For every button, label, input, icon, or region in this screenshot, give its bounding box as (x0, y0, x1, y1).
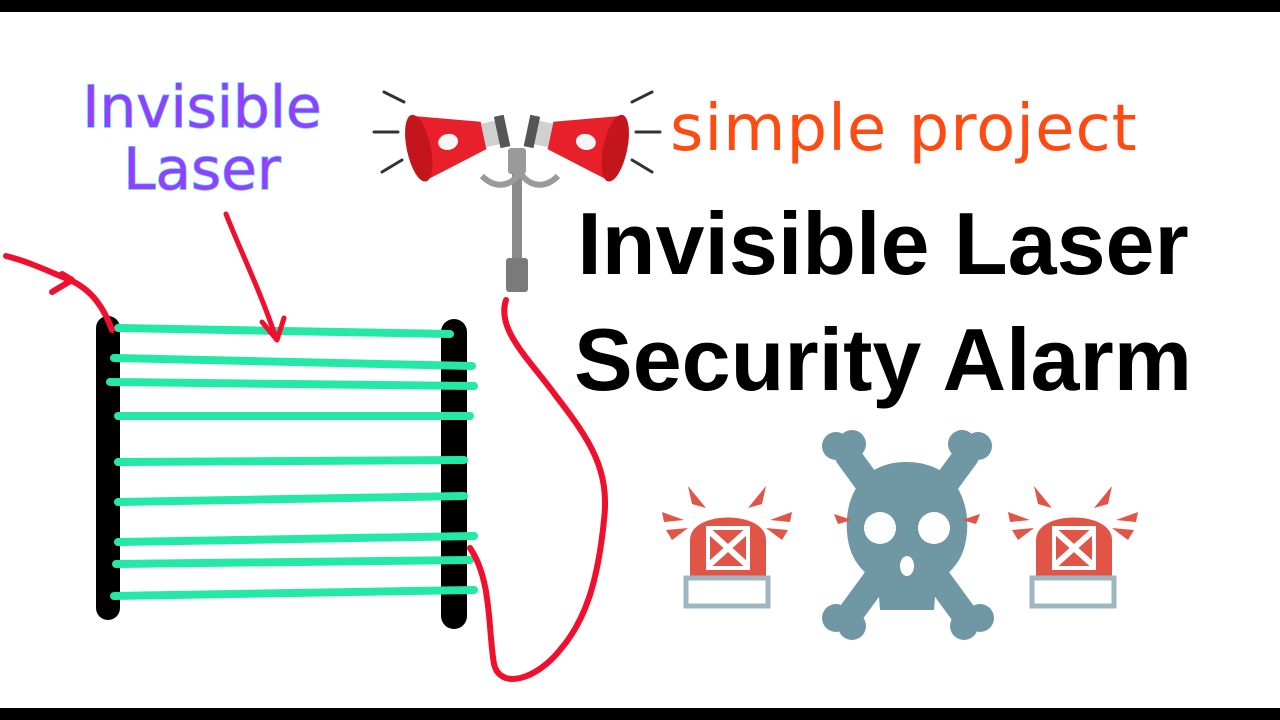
skull-crossbones-icon (822, 430, 994, 640)
wire-input (3, 253, 115, 333)
arrow-icon (223, 211, 287, 343)
laser-beam (112, 556, 474, 568)
laser-beam (114, 456, 468, 466)
label-line-2: Laser (122, 135, 281, 203)
label-line-1: Invisible (82, 73, 323, 141)
laser-beams (106, 324, 478, 600)
wire-hook (49, 271, 75, 295)
title-line-1: Invisible Laser (577, 194, 1189, 293)
alarm-beacon-icon (662, 486, 792, 609)
laser-beam (114, 532, 478, 546)
invisible-laser-label: Invisible Laser (52, 73, 352, 203)
laser-beam (110, 354, 476, 370)
laser-beam (114, 492, 468, 506)
red-wires (3, 253, 608, 682)
laser-beam (114, 324, 454, 338)
loudspeaker-icon (372, 90, 662, 292)
alarm-beacon-icon (1008, 486, 1138, 609)
tagline: simple project (670, 92, 1138, 166)
title-line-2: Security Alarm (574, 310, 1192, 409)
alarm-beacon-icon (834, 514, 980, 524)
laser-beam (106, 378, 478, 390)
wire-alarm (467, 297, 608, 682)
laser-beam (110, 586, 478, 600)
